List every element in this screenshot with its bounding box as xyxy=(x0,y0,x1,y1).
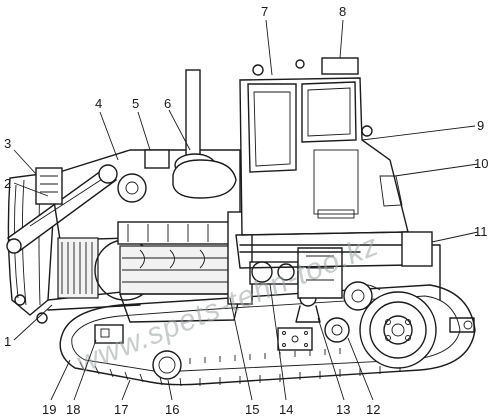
callout-9: 9 xyxy=(477,118,484,133)
callout-12: 12 xyxy=(366,402,380,417)
callout-labels: 1 2 3 4 5 6 7 8 9 10 11 12 13 14 15 16 1… xyxy=(4,4,488,417)
support-roller xyxy=(152,350,182,380)
callout-17: 17 xyxy=(114,402,128,417)
cab xyxy=(235,57,433,269)
track-roller xyxy=(324,317,350,343)
track-assembly xyxy=(59,284,476,387)
callout-11: 11 xyxy=(474,224,488,239)
callout-10: 10 xyxy=(474,156,488,171)
blade-assembly xyxy=(6,164,141,324)
callout-5: 5 xyxy=(132,96,139,111)
callout-3: 3 xyxy=(4,136,11,151)
callout-13: 13 xyxy=(336,402,350,417)
callout-2: 2 xyxy=(4,176,11,191)
callout-8: 8 xyxy=(339,4,346,19)
track-links xyxy=(79,348,401,387)
callout-15: 15 xyxy=(245,402,259,417)
callout-1: 1 xyxy=(4,334,11,349)
callout-7: 7 xyxy=(261,4,268,19)
callout-16: 16 xyxy=(165,402,179,417)
drive-sprocket xyxy=(359,291,437,369)
leader-lines xyxy=(13,19,479,401)
engine-hood xyxy=(35,69,241,323)
callout-4: 4 xyxy=(95,96,102,111)
callout-18: 18 xyxy=(66,402,80,417)
callout-14: 14 xyxy=(279,402,293,417)
callout-6: 6 xyxy=(164,96,171,111)
callout-19: 19 xyxy=(42,402,56,417)
